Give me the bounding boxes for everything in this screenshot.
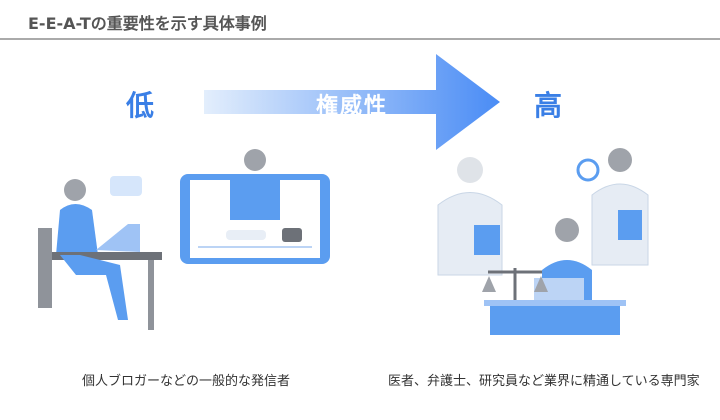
- low-label: 低: [126, 89, 155, 122]
- authority-arrow: [204, 54, 500, 150]
- book-icon: [534, 278, 584, 300]
- caption-general-publishers: 個人ブロガーなどの一般的な発信者: [82, 374, 291, 389]
- flask-icon: [576, 158, 600, 182]
- speech-bubble-icon: [110, 176, 142, 196]
- title-divider: [0, 38, 720, 40]
- blogger-illustration: [38, 149, 330, 330]
- experts-illustration: [437, 148, 649, 335]
- caption-experts: 医者、弁護士、研究員など業界に精通している専門家: [388, 374, 700, 389]
- clipboard-icon: [474, 225, 500, 255]
- high-label: 高: [534, 89, 563, 122]
- page-title: E-E-A-Tの重要性を示す具体事例: [28, 14, 267, 33]
- authority-label: 権威性: [316, 94, 389, 119]
